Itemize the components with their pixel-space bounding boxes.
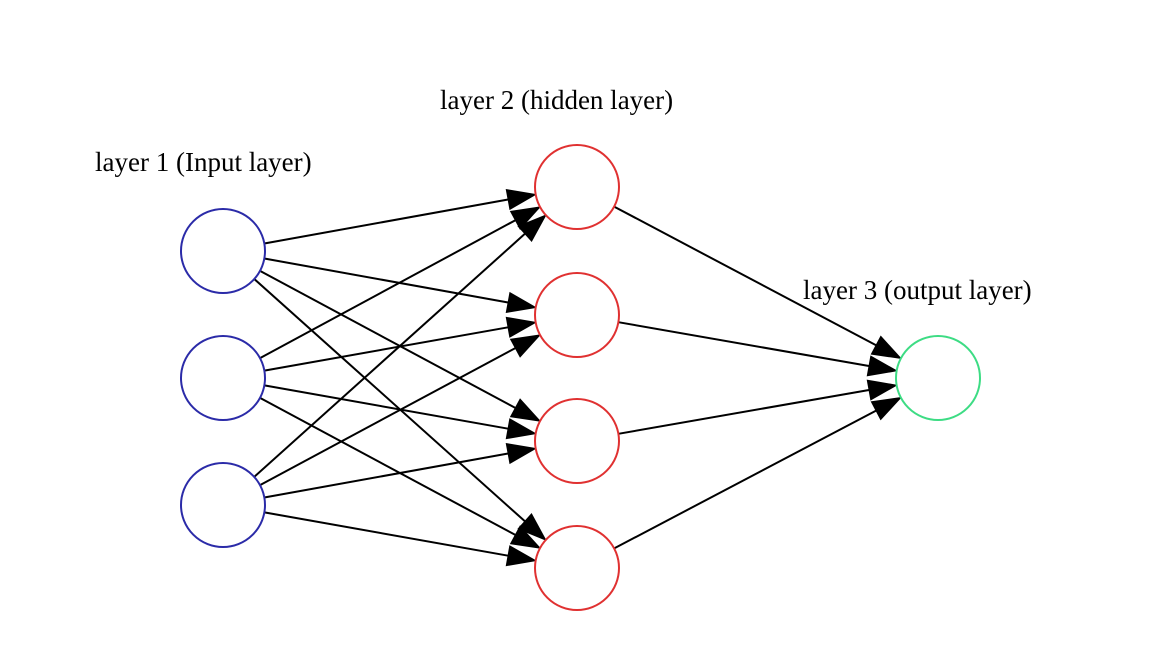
arrowhead-icon <box>505 316 538 338</box>
edge-line <box>264 511 509 557</box>
input-neuron-2 <box>180 335 266 421</box>
edge-line <box>618 321 870 367</box>
layer-3-label: layer 3 (output layer) <box>803 275 1032 305</box>
edge-l2n1-to-l3n1 <box>613 205 903 360</box>
edge-line <box>253 233 526 478</box>
edge-l1n2-to-l2n2 <box>264 316 538 372</box>
edge-line <box>613 409 877 550</box>
edge-line <box>264 384 509 430</box>
edge-line <box>253 278 526 523</box>
edge-l1n1-to-l2n2 <box>264 257 538 314</box>
neurons-group <box>180 144 981 611</box>
arrowhead-icon <box>505 188 538 211</box>
arrowhead-icon <box>870 335 903 360</box>
hidden-neuron-4 <box>534 525 620 611</box>
edge-line <box>264 452 509 499</box>
arrowhead-icon <box>505 545 538 567</box>
arrowhead-icon <box>509 334 542 358</box>
arrowhead-icon <box>505 442 538 465</box>
edge-line <box>264 326 509 372</box>
edge-l1n2-to-l2n1 <box>259 206 542 359</box>
arrowhead-icon <box>509 525 542 549</box>
input-neuron-1 <box>180 208 266 294</box>
arrowhead-icon <box>517 214 547 243</box>
arrowhead-icon <box>866 379 899 401</box>
edge-line <box>259 270 516 409</box>
arrowhead-icon <box>505 418 538 440</box>
arrowhead-icon <box>866 355 899 377</box>
edge-l2n2-to-l3n1 <box>618 321 899 377</box>
edge-l1n2-to-l2n3 <box>264 384 538 440</box>
edge-line <box>264 198 509 245</box>
edge-line <box>259 397 516 536</box>
edge-line <box>259 219 516 359</box>
edge-l1n3-to-l2n1 <box>253 214 547 478</box>
edge-l1n1-to-l2n3 <box>259 270 542 422</box>
hidden-neuron-2 <box>534 272 620 358</box>
arrowhead-icon <box>509 206 542 230</box>
edge-l1n1-to-l2n1 <box>264 188 538 245</box>
hidden-neuron-3 <box>534 398 620 484</box>
layer-1-label: layer 1 (Input layer) <box>95 147 312 177</box>
arrowhead-icon <box>870 396 903 421</box>
input-neuron-3 <box>180 462 266 548</box>
output-neuron-1 <box>895 335 981 421</box>
edge-line <box>613 205 877 347</box>
edge-l1n2-to-l2n4 <box>259 397 542 549</box>
arrowhead-icon <box>517 513 547 541</box>
edge-l1n3-to-l2n4 <box>264 511 538 567</box>
edge-line <box>264 257 509 304</box>
edge-l2n3-to-l3n1 <box>618 379 899 435</box>
hidden-neuron-1 <box>534 144 620 230</box>
layer-2-label: layer 2 (hidden layer) <box>440 85 673 115</box>
connections-group <box>253 188 903 567</box>
edge-l1n3-to-l2n3 <box>264 442 538 499</box>
edge-l2n4-to-l3n1 <box>613 396 903 550</box>
edge-l1n3-to-l2n2 <box>259 334 542 486</box>
arrowhead-icon <box>509 398 542 422</box>
edge-line <box>259 347 516 486</box>
arrowhead-icon <box>505 291 538 314</box>
edge-line <box>618 389 870 435</box>
edge-l1n1-to-l2n4 <box>253 278 547 541</box>
